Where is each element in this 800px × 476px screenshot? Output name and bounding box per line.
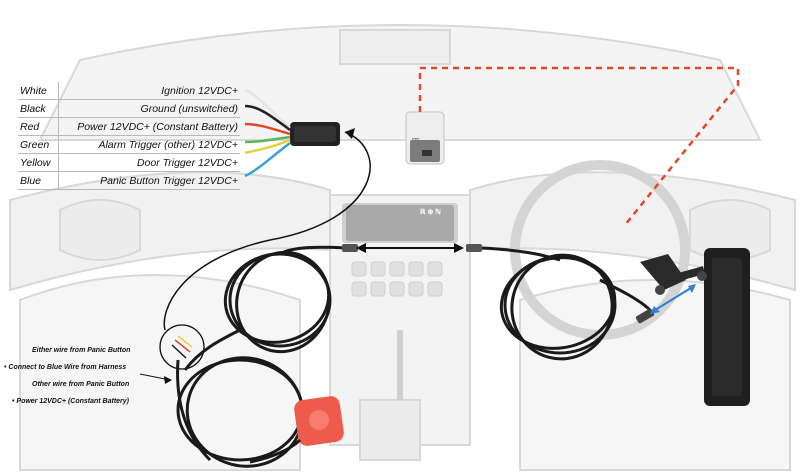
splice-wires xyxy=(171,335,193,359)
note-either-wire: Either wire from Panic Button xyxy=(32,347,131,354)
table-row: Green Alarm Trigger (other) 12VDC+ xyxy=(18,135,240,154)
wire-function: Power 12VDC+ (Constant Battery) xyxy=(58,117,240,136)
splice-circle xyxy=(159,324,205,370)
dash-screen-label: ℝ ⊕ ℕ xyxy=(420,209,441,216)
table-row: Yellow Door Trigger 12VDC+ xyxy=(18,153,240,172)
table-row: Black Ground (unswitched) xyxy=(18,99,240,118)
right-cable xyxy=(481,246,652,361)
module-label: ▪▪▪▪▪ xyxy=(412,136,420,141)
wire-color: White xyxy=(18,82,59,100)
left-cable xyxy=(176,245,346,468)
wire-color: Blue xyxy=(18,171,59,190)
note-other-wire: Other wire from Panic Button xyxy=(32,381,130,388)
connection-arrow xyxy=(356,243,464,253)
harness-wires xyxy=(244,88,291,178)
right-connector xyxy=(466,244,482,252)
dash-icon-grid xyxy=(351,261,443,297)
panic-button xyxy=(249,396,344,464)
left-connector xyxy=(342,244,358,252)
wire-color: Red xyxy=(18,117,59,136)
table-row: Blue Panic Button Trigger 12VDC+ xyxy=(18,171,240,190)
display-device xyxy=(635,248,750,406)
wire-color: Green xyxy=(18,135,59,154)
table-row: White Ignition 12VDC+ xyxy=(18,82,240,100)
wire-function: Alarm Trigger (other) 12VDC+ xyxy=(58,135,240,154)
wire-function: Panic Button Trigger 12VDC+ xyxy=(58,171,240,190)
note-power-constant: • Power 12VDC+ (Constant Battery) xyxy=(12,398,130,405)
table-row: Red Power 12VDC+ (Constant Battery) xyxy=(18,117,240,136)
windshield-module xyxy=(405,111,445,165)
wire-color: Yellow xyxy=(18,153,59,172)
note-connect-blue: • Connect to Blue Wire from Harness xyxy=(4,364,127,371)
wire-function: Door Trigger 12VDC+ xyxy=(58,153,240,172)
wire-function: Ground (unswitched) xyxy=(58,99,240,118)
wire-color-table: White Ignition 12VDC+ Black Ground (unsw… xyxy=(18,82,240,190)
wire-function: Ignition 12VDC+ xyxy=(58,82,240,100)
harness-module xyxy=(290,122,340,146)
harness-arrow xyxy=(163,131,371,331)
wire-color: Black xyxy=(18,99,59,118)
